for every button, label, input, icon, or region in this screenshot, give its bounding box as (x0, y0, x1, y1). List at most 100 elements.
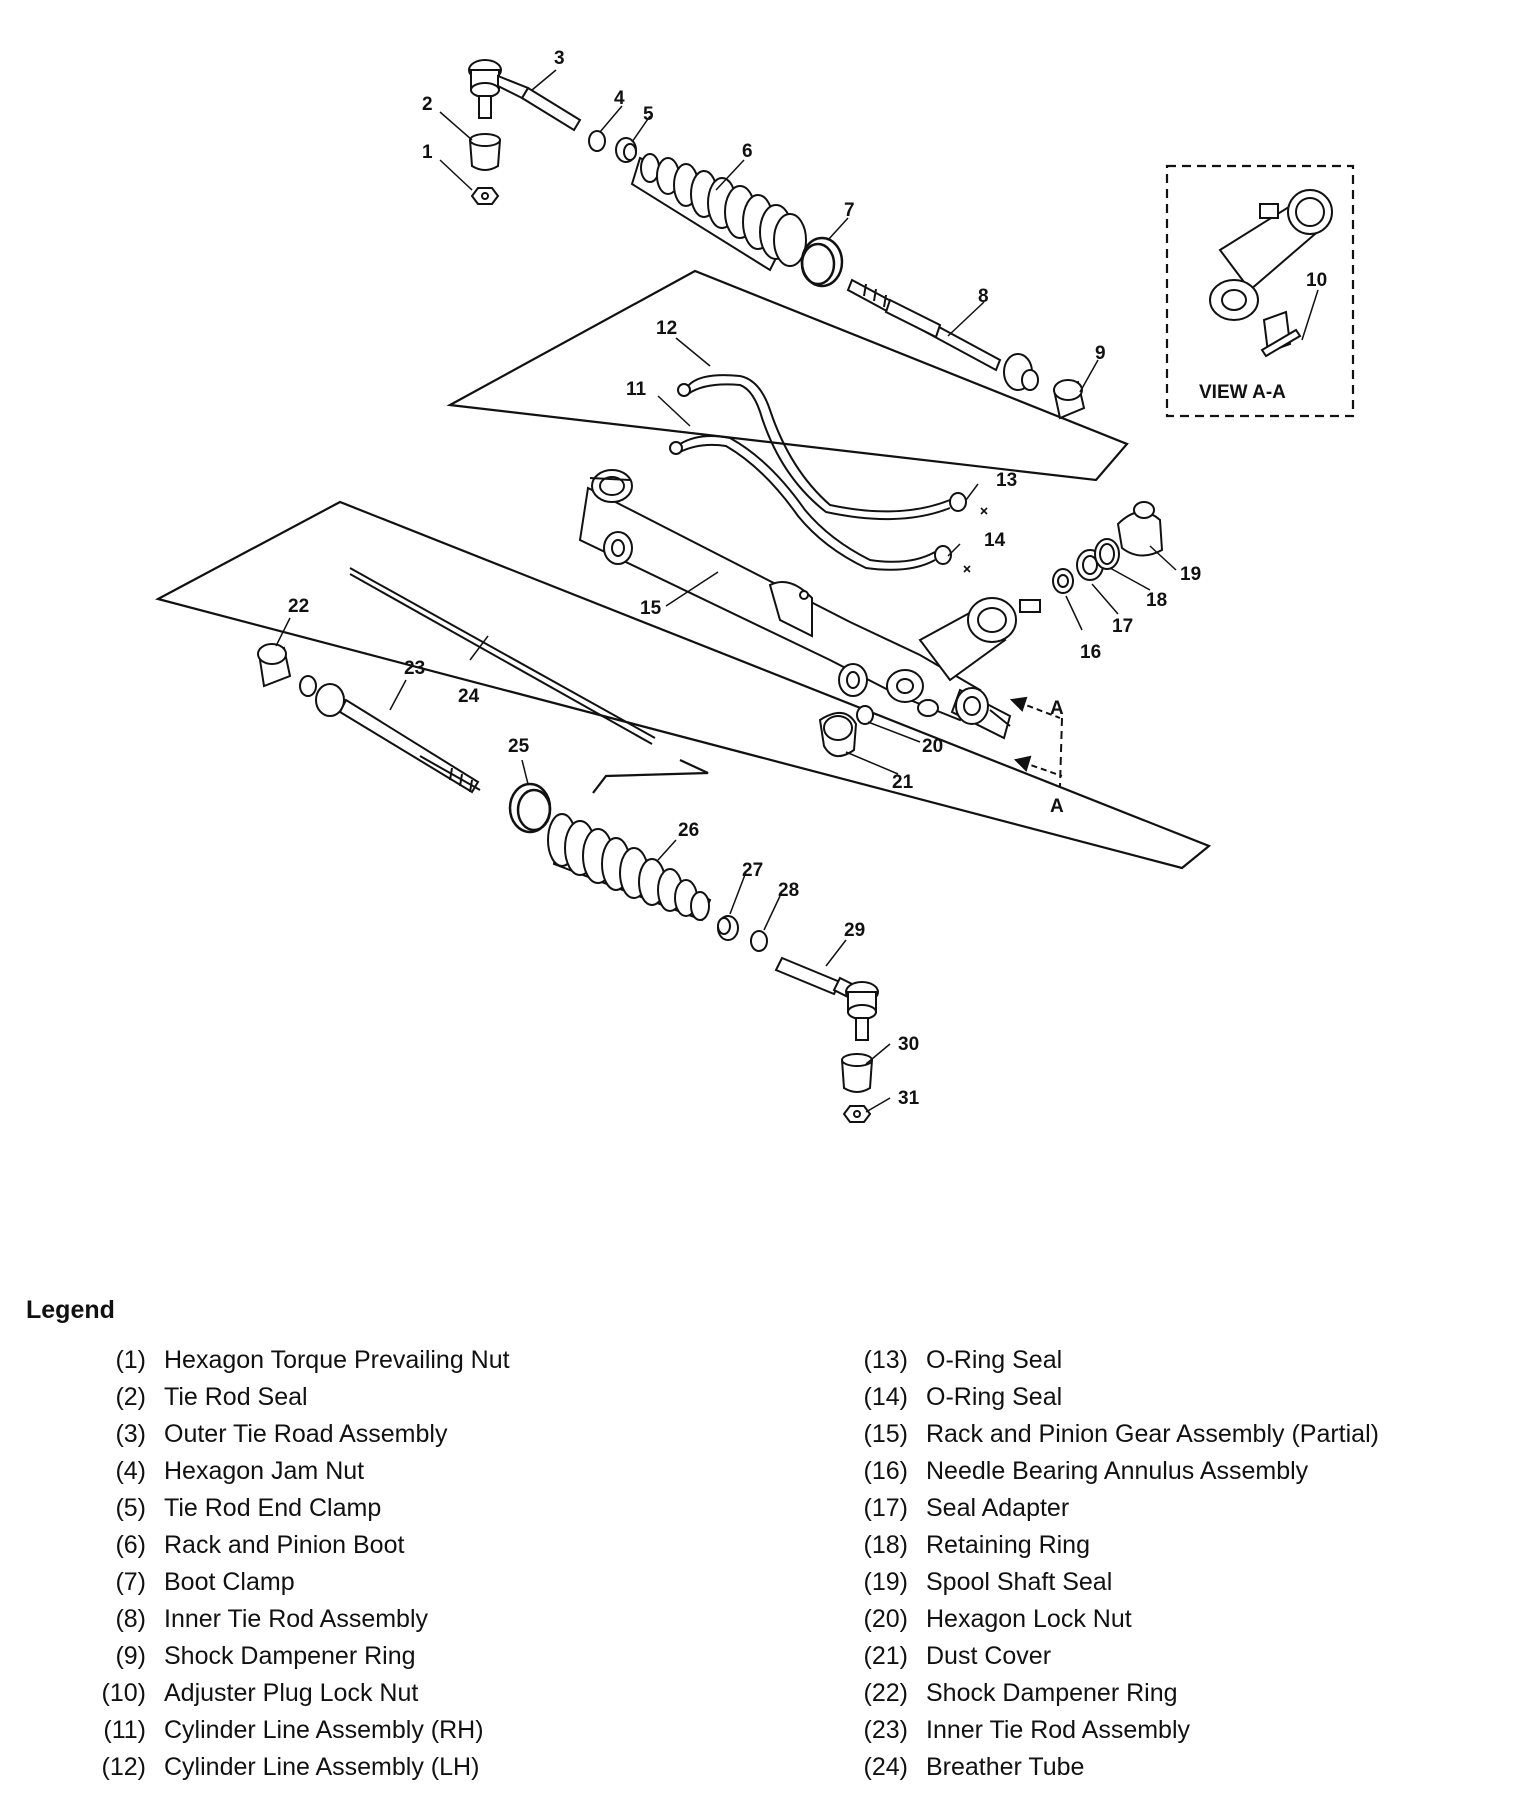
inner-tie-rod-upper (846, 278, 1039, 391)
exploded-view-diagram: 1 2 3 4 5 6 7 8 9 10 11 12 13 14 15 16 1… (155, 48, 1355, 1123)
legend-item: (5)Tie Rod End Clamp (64, 1494, 381, 1531)
legend-number: (6) (115, 1531, 146, 1559)
legend-number: (23) (863, 1716, 908, 1744)
legend-label: Hexagon Lock Nut (926, 1605, 1132, 1633)
callout-4: 4 (614, 88, 625, 109)
legend-label: Boot Clamp (164, 1568, 295, 1596)
legend-label: Hexagon Jam Nut (164, 1457, 365, 1485)
callout-18: 18 (1146, 590, 1167, 611)
legend-label: Shock Dampener Ring (926, 1679, 1178, 1707)
legend-number: (7) (115, 1568, 146, 1596)
cylinder-line-lh (677, 374, 967, 521)
shock-dampener-ring-upper (1052, 379, 1086, 420)
callout-26: 26 (678, 820, 699, 841)
legend-label: Rack and Pinion Boot (164, 1531, 405, 1559)
rack-boot-upper (630, 153, 807, 272)
clamp-lower (717, 915, 739, 941)
legend-number: (24) (863, 1753, 908, 1781)
legend-item: (4) Hexagon Jam Nut (64, 1457, 364, 1494)
rack-pinion-housing (578, 469, 1041, 740)
legend-item: (13) O-Ring Seal (826, 1346, 1063, 1383)
legend-number: (22) (863, 1679, 908, 1707)
callout-27: 27 (742, 860, 763, 881)
legend-column-left: (1)Hexagon Torque Prevailing Nut (2)Tie … (64, 1346, 510, 1790)
section-marker-a-top: A (1050, 698, 1064, 719)
callout-30: 30 (898, 1034, 919, 1055)
hex-nut-upper (470, 187, 500, 205)
legend-label: Outer Tie Road Assembly (164, 1420, 448, 1448)
inner-tie-rod-lower (299, 675, 481, 794)
callout-3: 3 (554, 48, 565, 69)
callout-20: 20 (922, 736, 943, 757)
legend-item: (24) Breather Tube (826, 1753, 1085, 1790)
legend-label: Retaining Ring (926, 1531, 1090, 1559)
tie-rod-seal-lower (840, 1053, 874, 1093)
callout-12: 12 (656, 318, 677, 339)
callout-31: 31 (898, 1088, 920, 1109)
legend-number: (3) (115, 1420, 146, 1448)
lower-detail-frame (155, 500, 1212, 870)
callout-23: 23 (404, 658, 425, 679)
legend-number: (16) (863, 1457, 908, 1485)
jam-nut-lower (750, 930, 768, 952)
callout-7: 7 (844, 200, 855, 221)
legend-number: (11) (103, 1716, 146, 1744)
legend-number: (14) (863, 1383, 908, 1411)
leader-10 (1301, 289, 1319, 341)
callout-24: 24 (458, 686, 480, 707)
callout-28: 28 (778, 880, 799, 901)
legend-label: Inner Tie Rod Assembly (164, 1605, 429, 1633)
shock-dampener-ring-lower (257, 643, 292, 688)
legend-item: (1)Hexagon Torque Prevailing Nut (64, 1346, 509, 1383)
legend-label: Hexagon Torque Prevailing Nut (164, 1346, 510, 1374)
legend-item: (7) Boot Clamp (64, 1568, 294, 1605)
callout-17: 17 (1112, 616, 1133, 637)
legend-item: (8) Inner Tie Rod Assembly (64, 1605, 428, 1642)
legend-label: Rack and Pinion Gear Assembly (Partial) (926, 1420, 1379, 1448)
legend-number: (19) (863, 1568, 908, 1596)
legend-item: (21)Dust Cover (826, 1642, 1052, 1679)
callout-13: 13 (996, 470, 1017, 491)
view-a-a-housing (1209, 189, 1333, 358)
legend-item: (15)Rack and Pinion Gear Assembly (Parti… (826, 1420, 1379, 1457)
legend-number: (4) (115, 1457, 146, 1485)
legend-item: (12)Cylinder Line Assembly (LH) (64, 1753, 480, 1790)
breather-frame-notch (592, 759, 709, 794)
legend-label: Shock Dampener Ring (164, 1642, 416, 1670)
outer-tie-rod-lower (774, 956, 879, 1041)
section-arrows (1009, 696, 1063, 787)
view-a-a-box (1165, 164, 1355, 418)
legend-number: (12) (101, 1753, 146, 1781)
legend-item: (19) Spool Shaft Seal (826, 1568, 1113, 1605)
callout-2: 2 (422, 94, 433, 115)
callout-22: 22 (288, 596, 309, 617)
callout-1: 1 (422, 142, 433, 163)
callout-10: 10 (1306, 270, 1327, 291)
legend-title: Legend (26, 1296, 115, 1324)
upper-detail-frame (446, 269, 1129, 482)
callout-19: 19 (1180, 564, 1201, 585)
callout-29: 29 (844, 920, 865, 941)
breather-tube (349, 567, 656, 745)
legend-item: (6) Rack and Pinion Boot (64, 1531, 404, 1568)
legend-label: O-Ring Seal (926, 1346, 1063, 1374)
callout-14: 14 (984, 530, 1006, 551)
callout-11: 11 (626, 379, 647, 400)
legend-number: (8) (115, 1605, 146, 1633)
callout-16: 16 (1080, 642, 1101, 663)
legend-number: (13) (863, 1346, 908, 1374)
clamp-upper (615, 137, 637, 163)
callout-25: 25 (508, 736, 530, 757)
legend-item: (3) Outer Tie Road Assembly (64, 1420, 447, 1457)
callout-5: 5 (643, 104, 654, 125)
legend-item: (23)Inner Tie Rod Assembly (826, 1716, 1190, 1753)
view-a-a-label: VIEW A-A (1199, 382, 1286, 403)
o-ring-seals (963, 507, 988, 573)
legend-number: (10) (101, 1679, 146, 1707)
legend-label: Breather Tube (926, 1753, 1085, 1781)
legend-item: (17)Seal Adapter (826, 1494, 1070, 1531)
callout-6: 6 (742, 141, 753, 162)
legend-number: (20) (863, 1605, 908, 1633)
legend-item: (10)Adjuster Plug Lock Nut (64, 1679, 419, 1716)
legend-label: Spool Shaft Seal (926, 1568, 1113, 1596)
